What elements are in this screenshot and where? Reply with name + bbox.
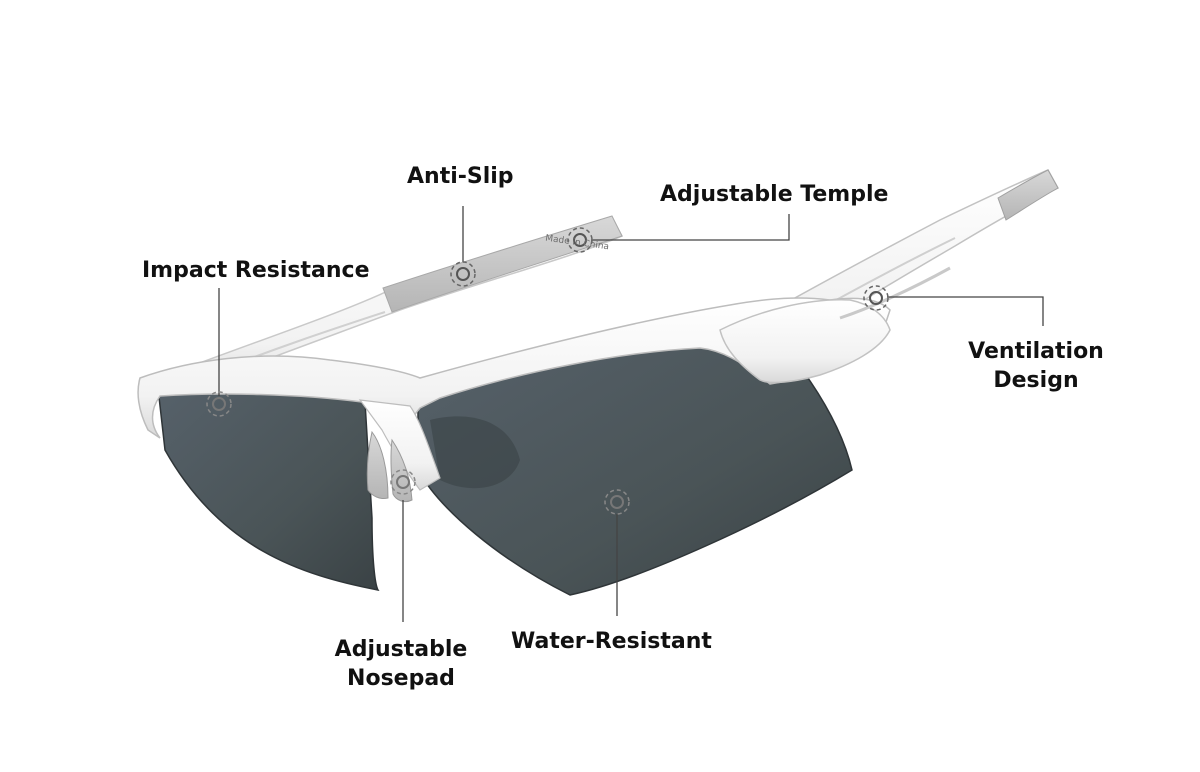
marker-temple xyxy=(567,227,593,253)
callout-impact-resistance: Impact Resistance xyxy=(142,258,370,283)
callout-water-resistant: Water-Resistant xyxy=(511,629,712,654)
leader-vent xyxy=(887,296,1044,326)
marker-vent xyxy=(863,285,889,311)
target-markers xyxy=(206,227,889,515)
left-lens xyxy=(157,386,380,592)
callout-ventilation-line1: Ventilation xyxy=(968,339,1104,364)
callout-adjustable-nosepad: Adjustable Nosepad xyxy=(313,635,489,693)
callout-ventilation-design: Ventilation Design xyxy=(948,337,1124,395)
far-temple-grip xyxy=(382,215,623,313)
callout-adjustable-temple: Adjustable Temple xyxy=(660,182,889,207)
leader-lines xyxy=(218,206,1044,622)
callout-nosepad-line1: Adjustable xyxy=(334,637,468,662)
marker-nosepad xyxy=(390,469,416,495)
callout-anti-slip: Anti-Slip xyxy=(407,164,514,189)
nosepad-left xyxy=(366,430,389,499)
marker-impact xyxy=(206,391,232,417)
leader-temple xyxy=(591,214,790,241)
callout-ventilation-line2: Design xyxy=(993,368,1079,393)
hinge xyxy=(719,299,891,384)
nose-bridge xyxy=(358,399,441,491)
near-temple-grip xyxy=(997,169,1059,221)
callout-nosepad-line2: Nosepad xyxy=(347,666,455,691)
marker-anti-slip xyxy=(450,261,476,287)
marker-water xyxy=(604,489,630,515)
